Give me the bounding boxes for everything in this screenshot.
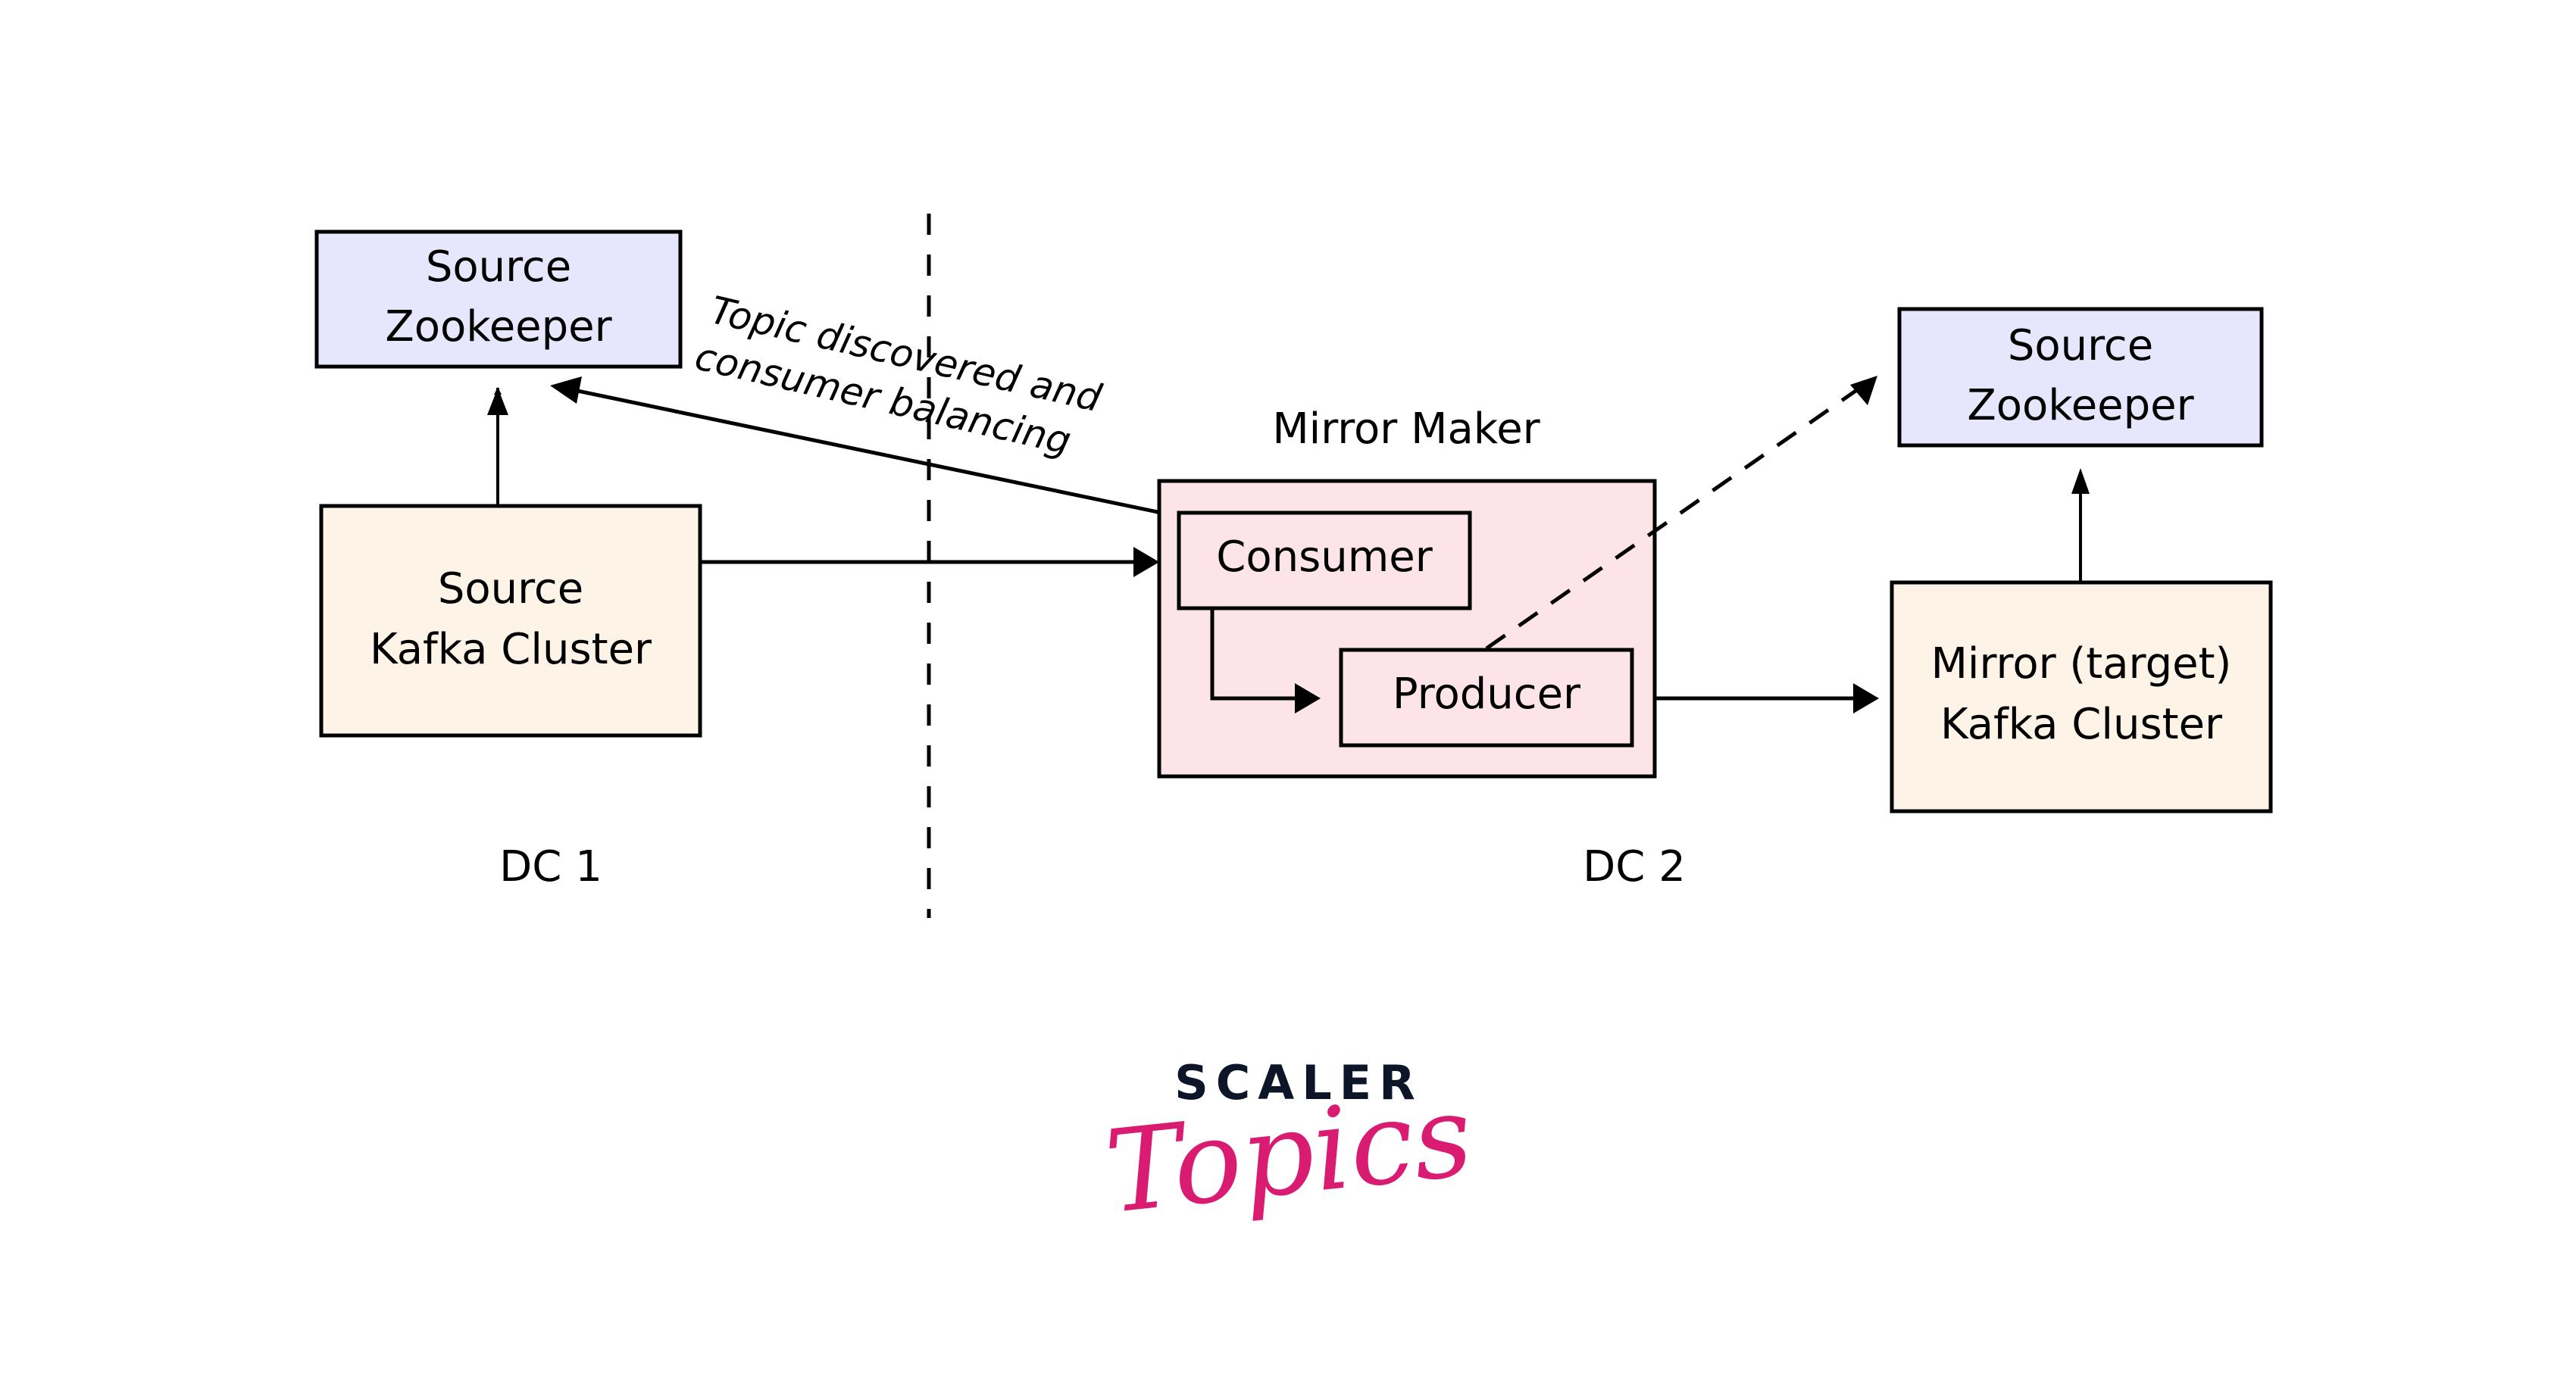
dc1-label: DC 1 (499, 842, 602, 891)
logo-topics-text: Topics (1100, 1069, 1478, 1239)
consumer-label: Consumer (1216, 532, 1433, 582)
source-zookeeper-dc2-line2: Zookeeper (1967, 381, 2194, 430)
mirror-kafka-cluster-box (1890, 580, 2273, 813)
arrowhead-to-mirror-kafka (1853, 683, 1879, 713)
source-zookeeper-dc1[interactable]: Source Zookeeper (314, 230, 683, 369)
scaler-topics-logo: SCALER Topics (1100, 1055, 1478, 1239)
source-kafka-cluster-box (319, 504, 702, 738)
arrowhead-up-dc2 (2071, 468, 2090, 494)
arrowhead-up-dc1 (487, 388, 508, 415)
edge-mirror-maker-to-zookeeper-dc1 (577, 389, 1158, 514)
producer[interactable]: Producer (1339, 648, 1634, 748)
mirror-kafka-cluster-line1: Mirror (target) (1931, 639, 2232, 688)
source-zookeeper-dc1-box (314, 230, 683, 369)
source-kafka-cluster-line2: Kafka Cluster (370, 625, 652, 674)
mirror-maker[interactable]: Consumer Producer (1157, 479, 1657, 779)
source-zookeeper-dc1-line1: Source (426, 242, 571, 292)
logo-scaler-text: SCALER (1174, 1055, 1423, 1110)
source-kafka-cluster[interactable]: Source Kafka Cluster (319, 504, 702, 738)
source-zookeeper-dc2-box (1897, 307, 2264, 448)
edge-consumer-to-producer (1210, 608, 1300, 701)
source-zookeeper-dc2[interactable]: Source Zookeeper (1897, 307, 2264, 448)
arrowhead-topic-discovery (550, 376, 582, 404)
source-kafka-cluster-line1: Source (438, 564, 583, 614)
mirror-kafka-cluster-line2: Kafka Cluster (1940, 700, 2223, 749)
source-zookeeper-dc1-line2: Zookeeper (385, 302, 612, 351)
mirror-kafka-cluster[interactable]: Mirror (target) Kafka Cluster (1890, 580, 2273, 813)
consumer[interactable]: Consumer (1177, 511, 1472, 610)
arrowhead-dashed (1850, 376, 1877, 405)
arrowhead-to-mirror-maker (1133, 547, 1159, 577)
consumer-box (1177, 511, 1472, 610)
producer-label: Producer (1393, 670, 1581, 719)
source-zookeeper-dc2-line1: Source (2008, 321, 2153, 370)
dc2-label: DC 2 (1583, 842, 1686, 891)
arrowhead-to-producer (1295, 683, 1321, 713)
producer-box (1339, 648, 1634, 748)
topic-discovery-label: Topic discovered and consumer balancing (691, 288, 1105, 464)
mirror-maker-title: Mirror Maker (1272, 404, 1540, 454)
